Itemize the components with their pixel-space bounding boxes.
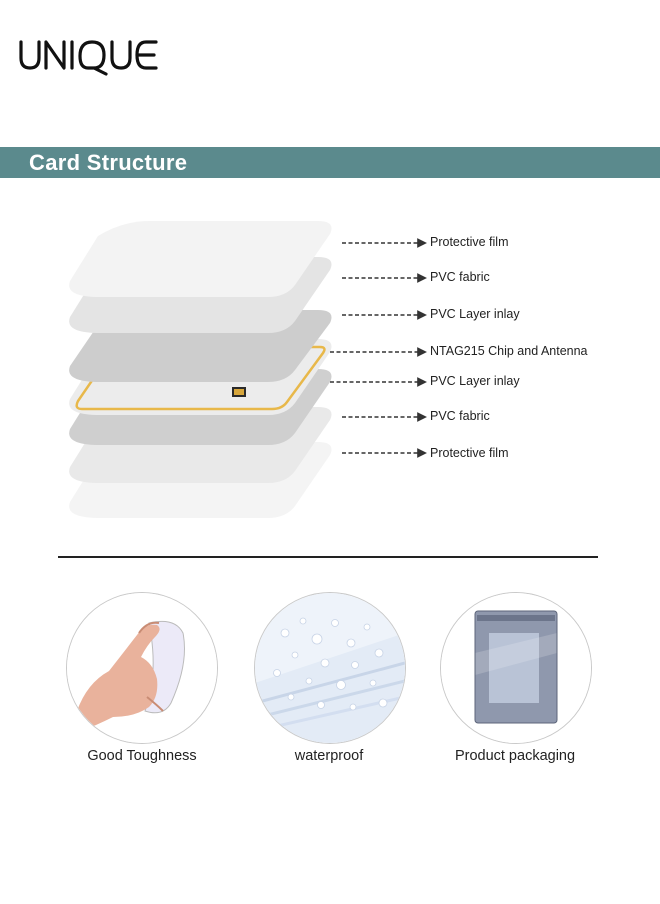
water-droplets-card-icon <box>255 593 405 743</box>
zip-bag-package-icon <box>441 593 591 743</box>
layer-label-pvc-inlay-top: PVC Layer inlay <box>430 307 520 321</box>
feature-toughness-label: Good Toughness <box>87 748 197 764</box>
layer-label-protective-film-bottom: Protective film <box>430 446 509 460</box>
brand-logo <box>19 40 158 76</box>
card-layers-diagram <box>69 221 427 518</box>
layer-label-pvc-fabric-top: PVC fabric <box>430 270 490 284</box>
section-divider <box>58 556 598 558</box>
layer-label-chip-antenna: NTAG215 Chip and Antenna <box>430 344 588 358</box>
feature-packaging-image <box>440 592 592 744</box>
antenna-loop <box>75 345 326 411</box>
layer-label-pvc-fabric-bottom: PVC fabric <box>430 409 490 423</box>
layer-protective-film-top <box>69 221 332 297</box>
feature-toughness-image <box>66 592 218 744</box>
feature-waterproof-image <box>254 592 406 744</box>
feature-packaging-label: Product packaging <box>454 748 576 764</box>
bent-card-hand-icon <box>67 593 217 743</box>
section-banner: Card Structure <box>0 147 660 178</box>
layer-label-protective-film-top: Protective film <box>430 235 509 249</box>
feature-waterproof-label: waterproof <box>294 748 364 764</box>
layer-label-pvc-inlay-bottom: PVC Layer inlay <box>430 374 520 388</box>
section-title: Card Structure <box>29 150 188 175</box>
